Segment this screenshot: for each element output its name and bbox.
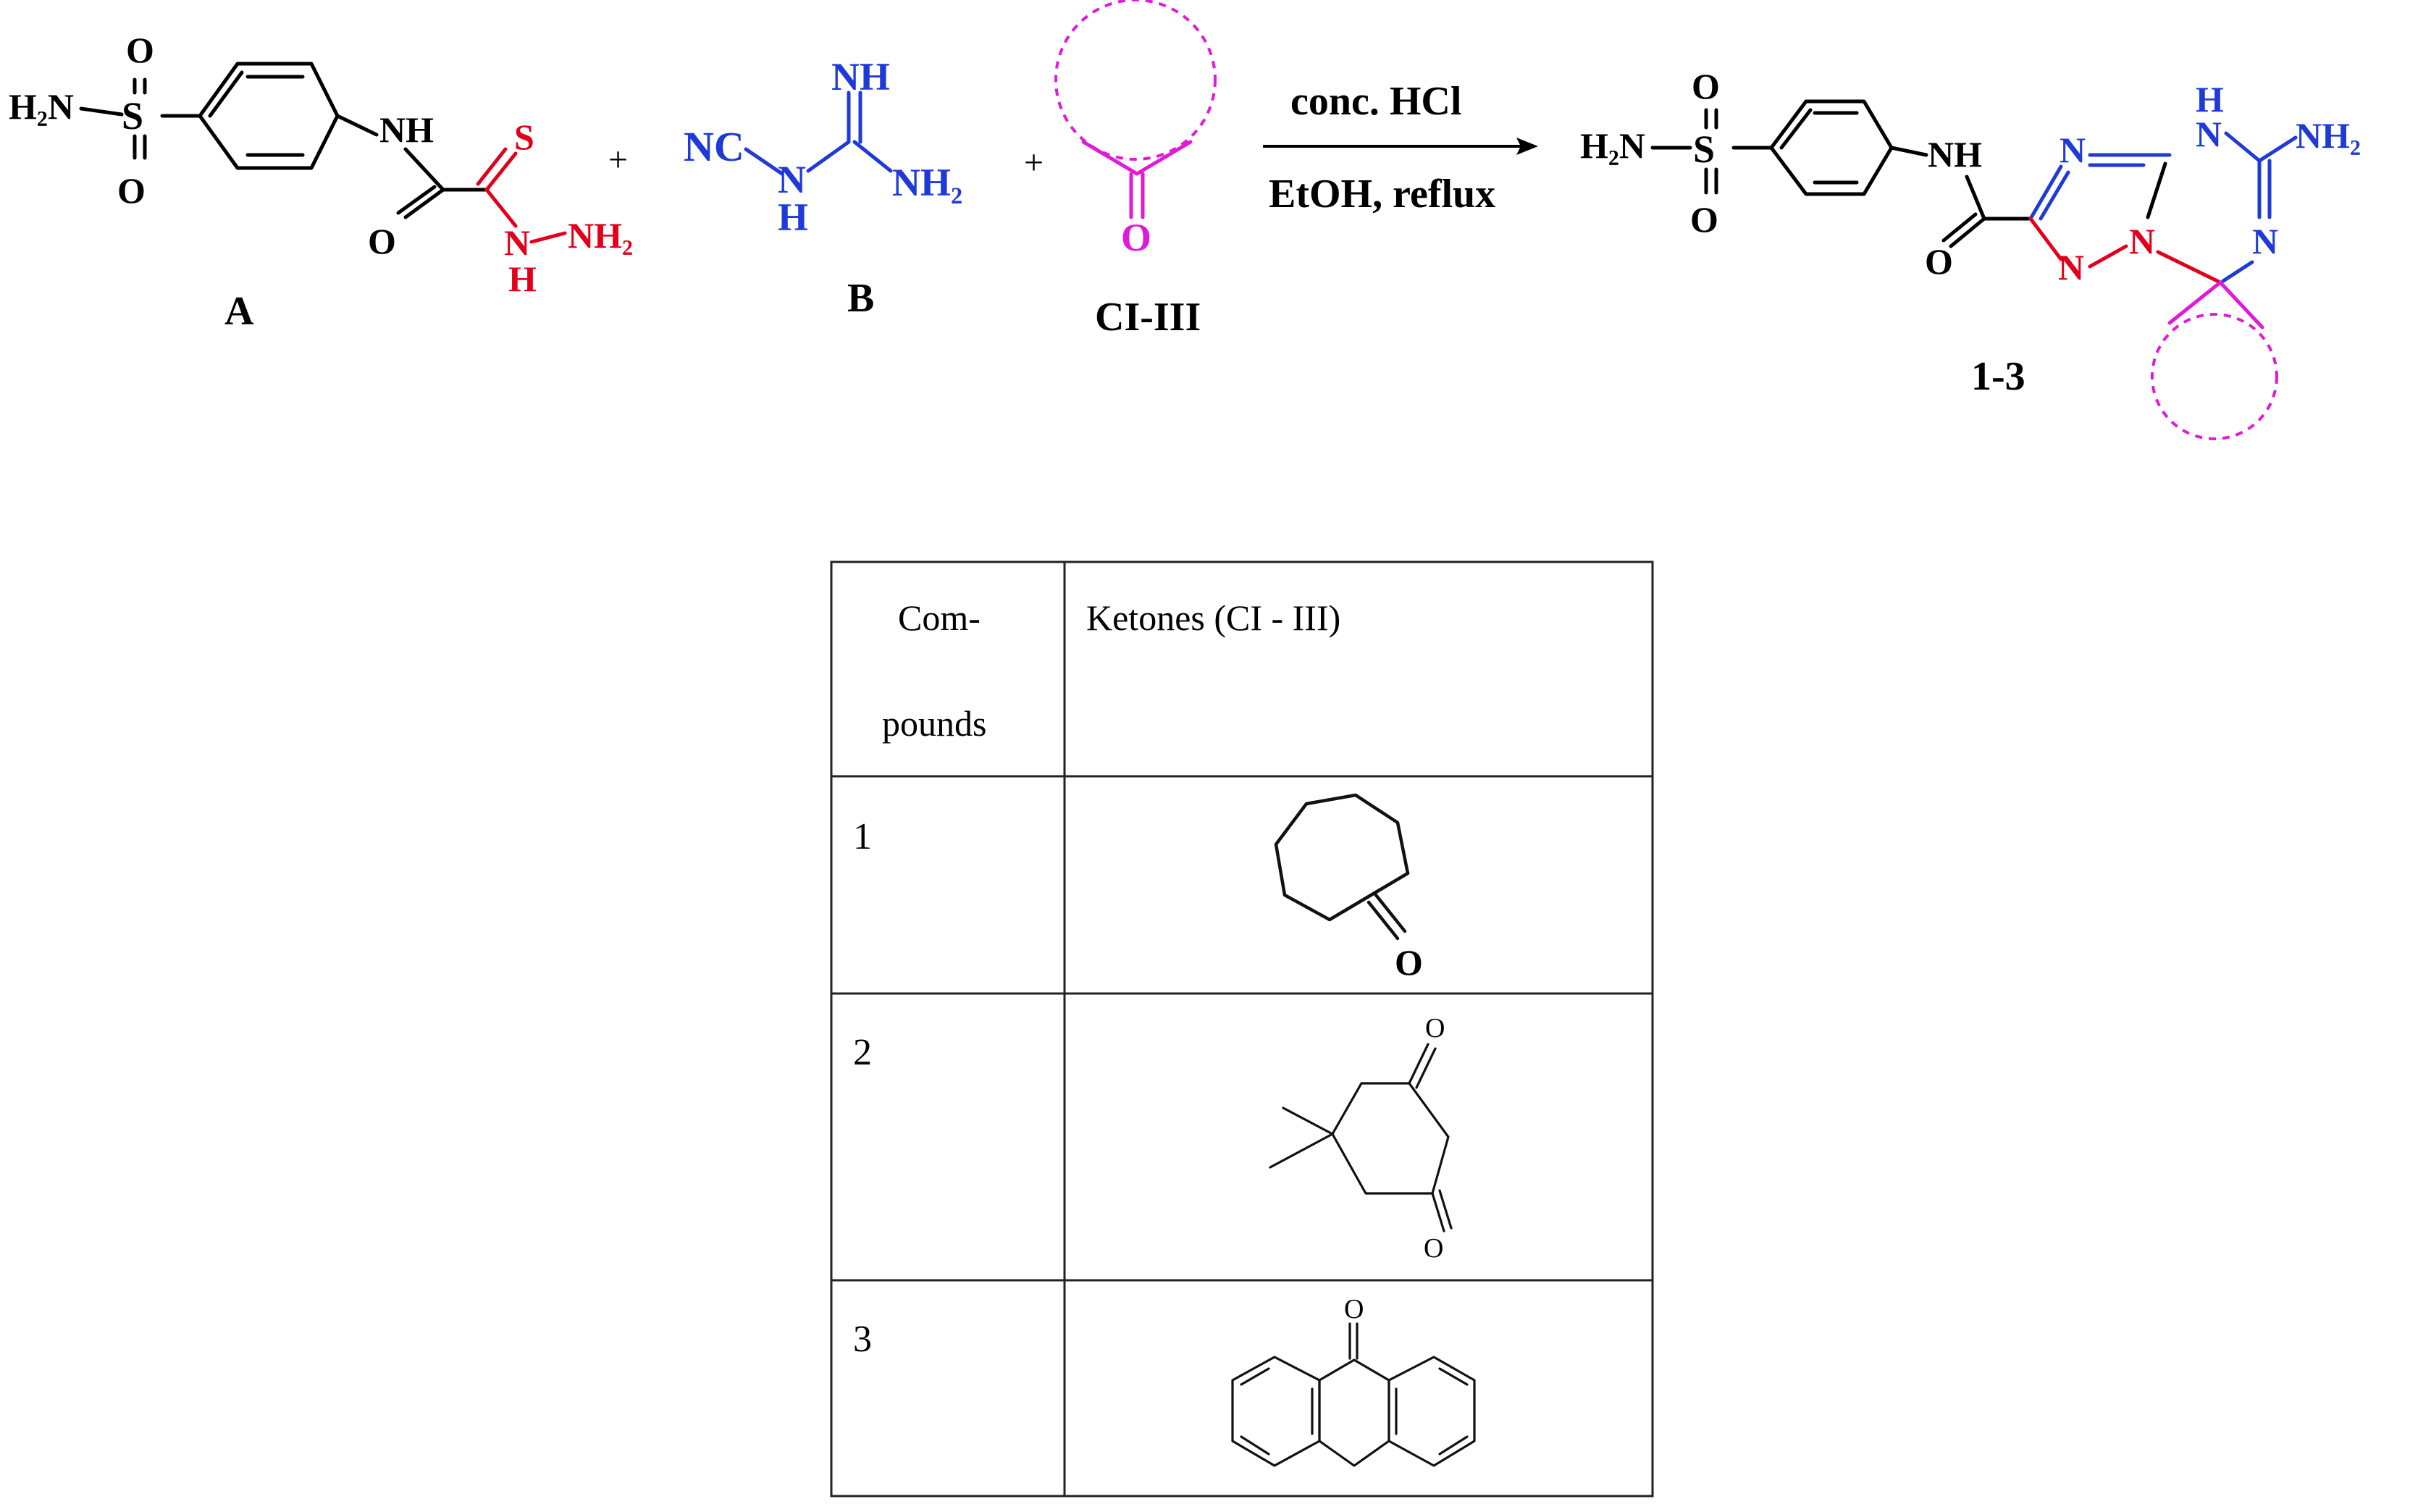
- table-row-1-compound: 1: [853, 816, 872, 857]
- p-nitrogen-bottom: N: [2252, 221, 2278, 261]
- b-nh2: NH₂: [892, 161, 962, 204]
- plus-sign-2: +: [1024, 143, 1044, 182]
- b-hydrogen: H: [778, 196, 808, 239]
- anthrone-structure: O: [1231, 1294, 1476, 1467]
- p-nitrogen-red: N: [2058, 247, 2084, 287]
- ketone-table: Com- pounds Ketones (CI - III) 1 2 3 O O…: [830, 560, 1654, 1498]
- a-sulfur: S: [122, 94, 143, 138]
- row1-oxygen: O: [1395, 942, 1423, 983]
- a-nh: NH: [379, 109, 434, 150]
- table-header-compounds-line2: pounds: [882, 703, 986, 744]
- a-oxygen-amide: O: [368, 221, 396, 261]
- table-row-3-compound: 3: [853, 1319, 872, 1360]
- product-structure: H₂N S O O NH O N H N NH₂ N: [1580, 66, 2361, 440]
- p-nh: NH: [1928, 134, 1982, 175]
- a-nitrogen: N: [504, 222, 530, 263]
- p-oxygen-top: O: [1692, 66, 1720, 106]
- a-nh2: NH₂: [568, 215, 633, 256]
- a-h2n: H₂N: [9, 86, 74, 127]
- p-sulfur: S: [1693, 127, 1715, 171]
- c-oxygen: O: [1121, 216, 1151, 259]
- p-nitrogen-ring: N: [2129, 221, 2155, 261]
- p-nitrogen-top: N: [2060, 130, 2086, 170]
- product-label: 1-3: [1971, 354, 2025, 399]
- a-oxygen-bottom: O: [117, 170, 146, 211]
- p-hydrogen: H: [2196, 79, 2224, 119]
- cycloheptanone-structure: O: [1274, 793, 1423, 983]
- reactant-b-structure: NC N H NH NH₂ B: [684, 55, 962, 321]
- a-oxygen-top: O: [126, 30, 154, 70]
- a-sulfur-thio: S: [514, 117, 534, 157]
- b-nitrogen: N: [778, 158, 806, 201]
- condition-below: EtOH, reflux: [1269, 172, 1495, 217]
- reactant-a-structure: H₂N S O O NH O S N NH₂ H A: [9, 30, 633, 334]
- reactant-c-label: CI-III: [1095, 295, 1201, 340]
- p-nitrogen-h: N: [2196, 114, 2222, 154]
- row2-oxygen-top: O: [1425, 1013, 1445, 1043]
- reactant-b-label: B: [847, 276, 874, 321]
- row2-oxygen-bottom: O: [1424, 1233, 1443, 1264]
- plus-sign-1: +: [608, 140, 628, 179]
- condition-above: conc. HCl: [1290, 79, 1461, 124]
- row3-oxygen: O: [1344, 1294, 1364, 1324]
- table-header-ketones: Ketones (CI - III): [1086, 597, 1340, 638]
- dimedone-structure: O O: [1269, 1013, 1453, 1264]
- b-nh-top: NH: [831, 55, 890, 98]
- reactant-c-structure: O CI-III: [1054, 0, 1217, 340]
- a-hydrogen: H: [508, 259, 537, 299]
- reactant-a-label: A: [224, 289, 254, 334]
- p-h2n: H₂N: [1580, 125, 1645, 166]
- table-row-2-compound: 2: [853, 1032, 872, 1073]
- table-header-compounds-line1: Com-: [898, 597, 981, 638]
- p-oxygen-amide: O: [1925, 241, 1953, 282]
- b-nc: NC: [684, 123, 744, 170]
- p-oxygen-bottom: O: [1690, 199, 1718, 240]
- p-nh2: NH₂: [2296, 115, 2361, 156]
- reaction-arrow: conc. HCl EtOH, reflux: [1263, 79, 1538, 217]
